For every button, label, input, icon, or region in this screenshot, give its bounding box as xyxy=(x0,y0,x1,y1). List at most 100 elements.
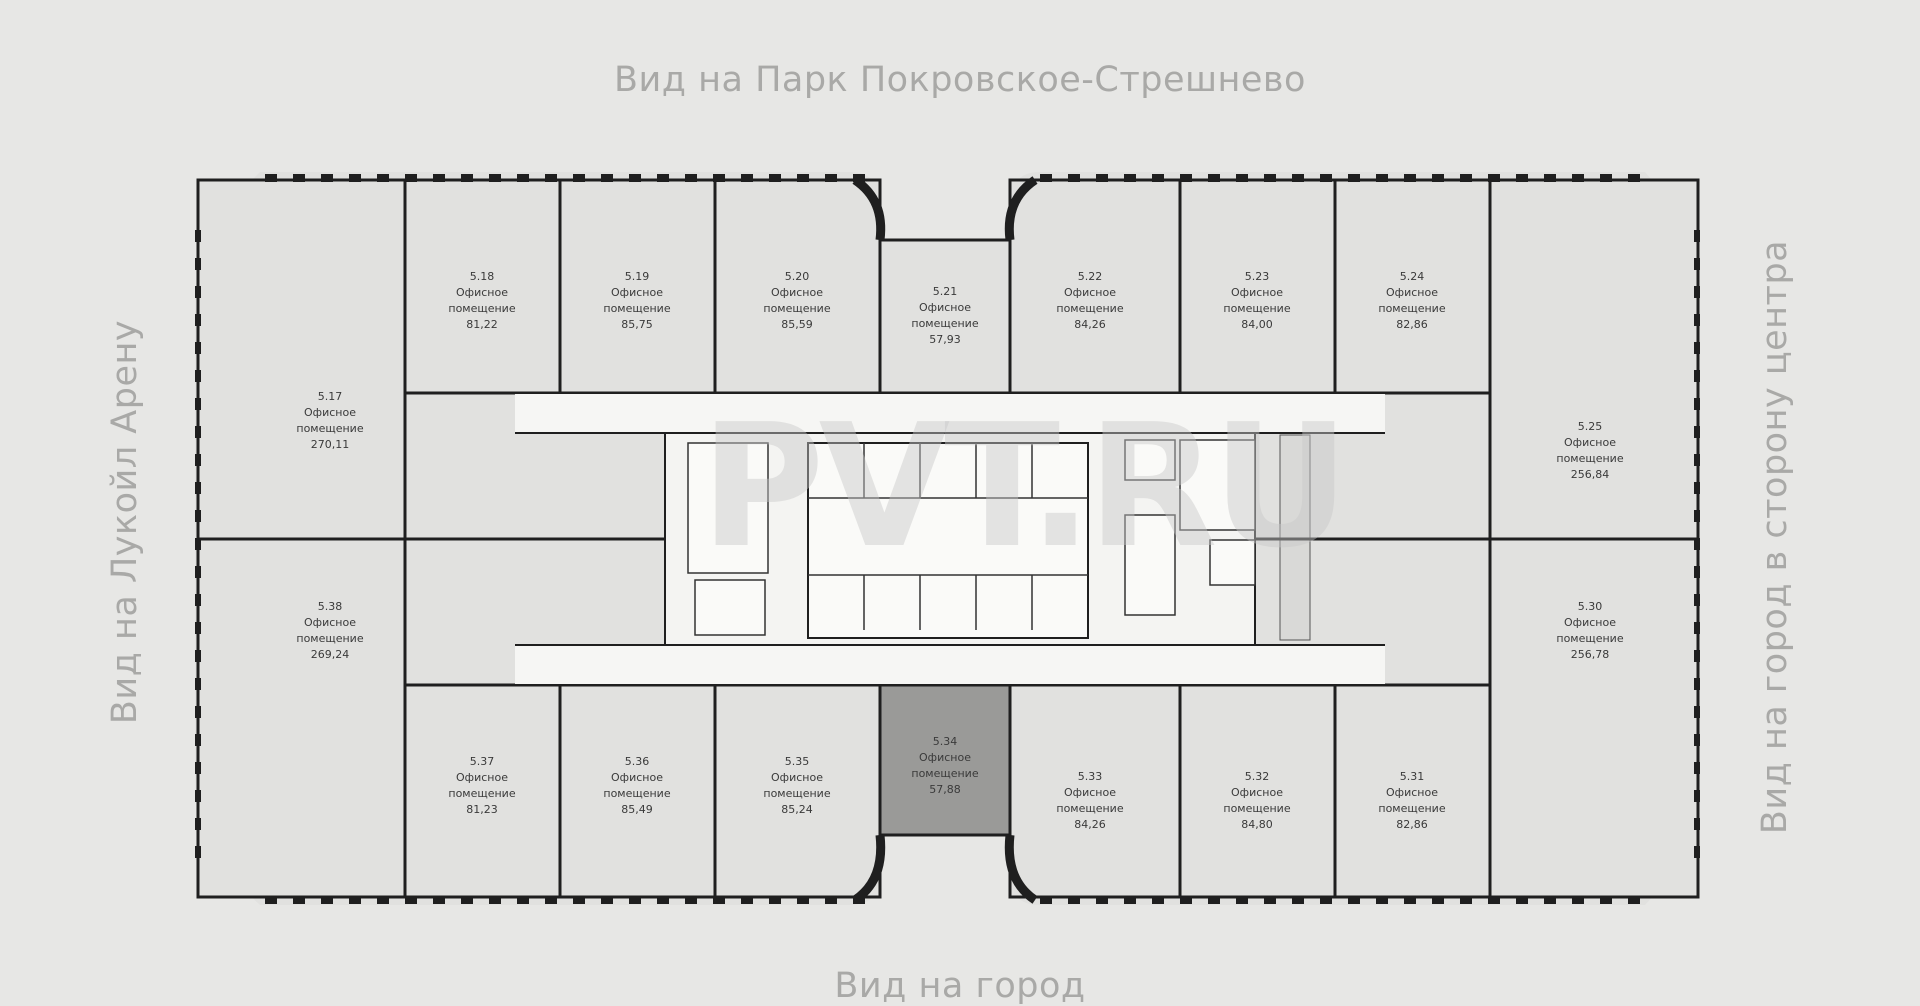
unit-room[interactable] xyxy=(196,537,407,899)
unit-room[interactable] xyxy=(1488,178,1700,541)
unit-number: 5.38 xyxy=(318,600,343,613)
curve-wall xyxy=(1004,834,1038,904)
unit-type: Офисное xyxy=(1386,786,1438,799)
unit-type-2: помещение xyxy=(763,302,830,315)
facade-mullion xyxy=(1236,896,1248,904)
facade-mullion xyxy=(1348,896,1360,904)
facade-mullion xyxy=(1292,174,1304,182)
unit-area: 84,26 xyxy=(1074,318,1106,331)
unit-type-2: помещение xyxy=(1056,802,1123,815)
unit-type-2: помещение xyxy=(911,767,978,780)
unit-room[interactable] xyxy=(558,683,717,899)
unit-room[interactable] xyxy=(1488,537,1700,899)
unit-room[interactable] xyxy=(558,178,717,395)
facade-mullion xyxy=(1694,622,1700,634)
unit-type: Офисное xyxy=(1564,616,1616,629)
unit-type-2: помещение xyxy=(1556,452,1623,465)
facade-mullion xyxy=(601,896,613,904)
facade-mullion xyxy=(489,174,501,182)
unit-type: Офисное xyxy=(1386,286,1438,299)
unit-area: 256,78 xyxy=(1571,648,1610,661)
facade-mullion xyxy=(1694,594,1700,606)
facade-mullion xyxy=(349,174,361,182)
unit-room[interactable] xyxy=(1008,683,1182,899)
facade-mullion xyxy=(769,174,781,182)
facade-mullion xyxy=(573,174,585,182)
facade-mullion xyxy=(853,896,865,904)
facade-mullion xyxy=(629,174,641,182)
unit-number: 5.23 xyxy=(1245,270,1270,283)
facade-mullion xyxy=(1320,896,1332,904)
facade-mullion xyxy=(1600,896,1612,904)
unit-type-2: помещение xyxy=(296,422,363,435)
unit-type-2: помещение xyxy=(296,632,363,645)
facade-mullion xyxy=(1124,896,1136,904)
unit-type: Офисное xyxy=(456,286,508,299)
facade-mullion xyxy=(1694,370,1700,382)
facade-mullion xyxy=(1460,174,1472,182)
facade-mullion xyxy=(1516,174,1528,182)
unit-room[interactable] xyxy=(403,683,562,899)
facade-mullion xyxy=(1236,174,1248,182)
facade-mullion xyxy=(1694,650,1700,662)
unit-type: Офисное xyxy=(1064,786,1116,799)
facade-mullion xyxy=(195,398,201,410)
facade-mullion xyxy=(489,896,501,904)
unit-type-2: помещение xyxy=(603,302,670,315)
unit-type: Офисное xyxy=(304,616,356,629)
facade-mullion xyxy=(195,762,201,774)
facade-mullion xyxy=(195,678,201,690)
facade-mullion xyxy=(195,734,201,746)
facade-mullion xyxy=(1572,174,1584,182)
unit-area: 85,49 xyxy=(621,803,653,816)
facade-mullion xyxy=(321,896,333,904)
unit-room[interactable] xyxy=(1333,178,1492,395)
facade-mullion xyxy=(517,174,529,182)
facade-mullion xyxy=(195,342,201,354)
facade-mullion xyxy=(825,174,837,182)
unit-room[interactable] xyxy=(1178,683,1337,899)
facade-mullion xyxy=(405,174,417,182)
facade-mullion xyxy=(1488,896,1500,904)
facade-mullion xyxy=(1694,510,1700,522)
facade-mullion xyxy=(545,896,557,904)
unit-number: 5.37 xyxy=(470,755,495,768)
facade-mullion xyxy=(1152,174,1164,182)
unit-type-2: помещение xyxy=(1556,632,1623,645)
facade-mullion xyxy=(195,790,201,802)
unit-room[interactable] xyxy=(1008,178,1182,395)
unit-area: 256,84 xyxy=(1571,468,1610,481)
facade-mullion xyxy=(685,896,697,904)
unit-area: 270,11 xyxy=(311,438,350,451)
facade-mullion xyxy=(1694,678,1700,690)
facade-mullion xyxy=(195,286,201,298)
view-label-bottom: Вид на город xyxy=(834,966,1086,1006)
unit-selected[interactable] xyxy=(878,683,1012,837)
unit-area: 85,24 xyxy=(781,803,813,816)
facade-mullion xyxy=(1376,896,1388,904)
unit-type: Офисное xyxy=(1564,436,1616,449)
facade-mullion xyxy=(741,896,753,904)
facade-mullion xyxy=(1432,174,1444,182)
unit-number: 5.20 xyxy=(785,270,810,283)
unit-type-2: помещение xyxy=(448,302,515,315)
unit-area: 84,26 xyxy=(1074,818,1106,831)
facade-mullion xyxy=(1376,174,1388,182)
facade-mullion xyxy=(1264,174,1276,182)
facade-mullion xyxy=(1600,174,1612,182)
unit-number: 5.22 xyxy=(1078,270,1103,283)
facade-mullion xyxy=(601,174,613,182)
unit-room[interactable] xyxy=(196,178,407,541)
unit-room[interactable] xyxy=(1333,683,1492,899)
facade-mullion xyxy=(265,896,277,904)
unit-area: 85,59 xyxy=(781,318,813,331)
facade-mullion xyxy=(1694,342,1700,354)
facade-mullion xyxy=(377,174,389,182)
facade-mullion xyxy=(195,538,201,550)
facade-mullion xyxy=(573,896,585,904)
facade-mullion xyxy=(629,896,641,904)
facade-mullion xyxy=(293,174,305,182)
facade-mullion xyxy=(1694,762,1700,774)
facade-mullion xyxy=(1432,896,1444,904)
